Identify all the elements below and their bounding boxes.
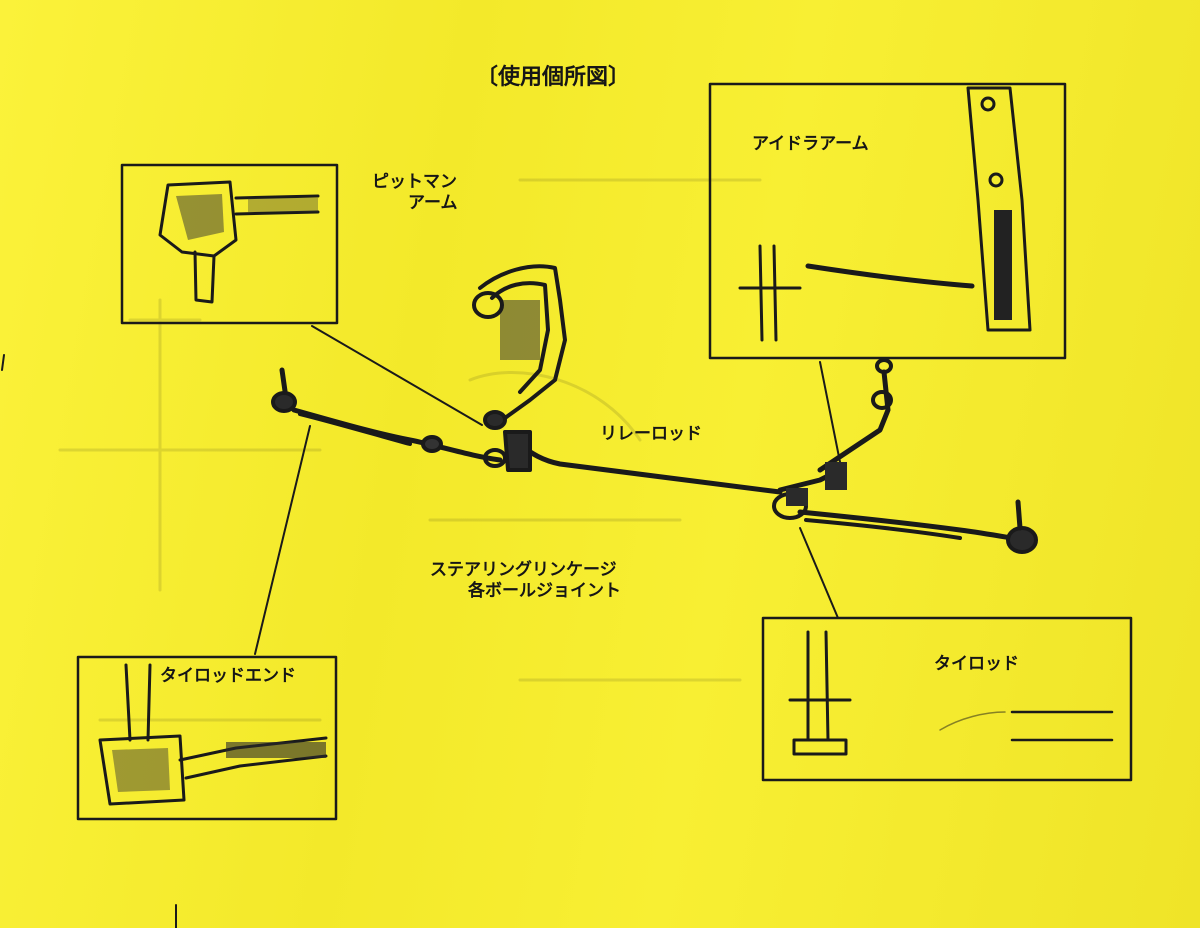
label-tie-rod: タイロッド — [934, 654, 1019, 674]
label-ball-joints-line2: 各ボールジョイント — [468, 581, 621, 602]
label-tie-rod-end: タイロッドエンド — [160, 666, 296, 686]
diagram-title: 〔使用個所図〕 — [476, 65, 631, 90]
margin-mark — [1, 354, 177, 928]
label-pitman-arm-line1: ピットマン — [372, 172, 457, 192]
inset-pitman-arm-figure — [120, 163, 339, 325]
label-idler-arm: アイドラアーム — [752, 134, 869, 154]
leader-lines — [254, 325, 841, 655]
label-pitman-arm-line2: アーム — [408, 193, 458, 214]
label-steering-linkage-ball-joints: ステアリングリンケージ 各ボールジョイント — [430, 560, 621, 603]
show-through-ghost — [58, 178, 762, 722]
inset-tie-rod-end-figure — [76, 655, 338, 821]
label-pitman-arm: ピットマン アーム — [372, 172, 457, 215]
inset-tie-rod-figure — [761, 616, 1133, 782]
steering-linkage-assembly — [271, 264, 1038, 554]
label-ball-joints-line1: ステアリングリンケージ — [430, 560, 617, 580]
inset-idler-arm-figure — [708, 82, 1067, 360]
label-relay-rod: リレーロッド — [600, 424, 702, 444]
